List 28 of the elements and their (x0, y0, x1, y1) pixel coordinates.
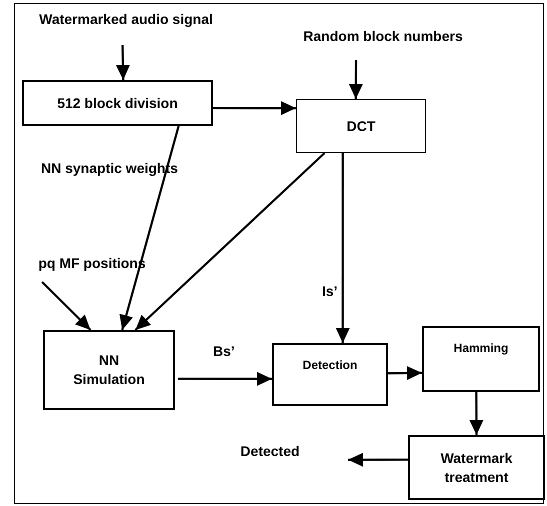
input-label: Random block numbers (303, 26, 463, 46)
box-label: Hamming (454, 340, 508, 356)
box-label: DCT (346, 116, 376, 136)
arrow (348, 452, 408, 467)
process-box (422, 326, 540, 392)
process-box (22, 80, 213, 126)
output-label: Detected (240, 442, 300, 460)
edge-label: Bs’ (212, 343, 236, 359)
process-box (296, 99, 426, 153)
arrow (213, 101, 296, 116)
arrow (119, 126, 180, 330)
arrow (134, 152, 326, 331)
process-box (43, 330, 175, 410)
box-label: Detection (302, 357, 358, 374)
arrow (388, 366, 422, 380)
input-label: Watermarked audio signal (39, 10, 213, 28)
arrow (41, 281, 92, 331)
arrow (116, 44, 130, 80)
process-box (408, 435, 545, 500)
arrow (348, 60, 363, 99)
arrow (469, 392, 484, 435)
edge-label: Is’ (321, 283, 339, 299)
box-label: 512 block division (57, 94, 178, 112)
box-label: Watermark treatment (440, 448, 514, 486)
arrow (336, 153, 350, 343)
arrow (178, 372, 272, 386)
process-box (272, 343, 388, 406)
box-label: NN Simulation (72, 351, 146, 389)
